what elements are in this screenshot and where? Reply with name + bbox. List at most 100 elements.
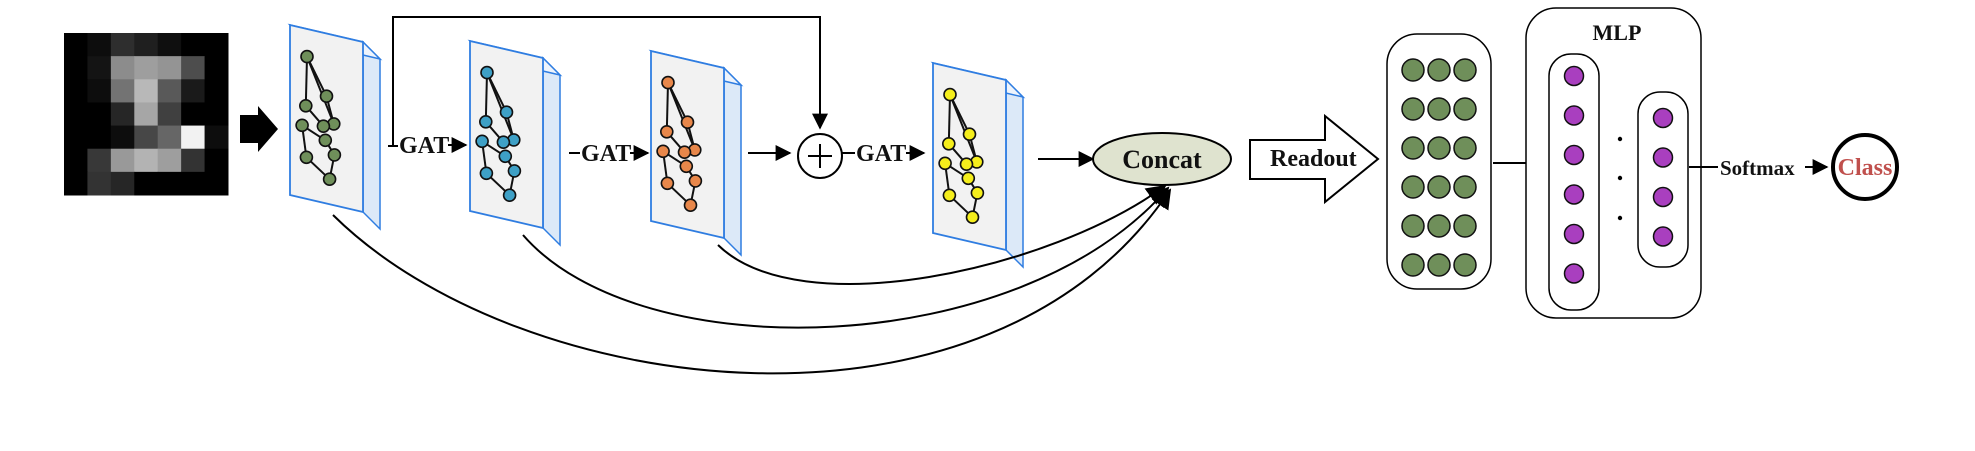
input-pixel — [87, 148, 112, 173]
layer3-graph-node — [660, 176, 675, 191]
input-pixel — [157, 79, 182, 103]
layer3-panel — [648, 49, 744, 257]
mlp-output-node — [1652, 186, 1674, 208]
input-pixel — [204, 171, 229, 196]
layer2-panel-side — [542, 56, 561, 247]
readout-node — [1453, 58, 1477, 82]
layer1-graph-node — [322, 172, 337, 186]
layer3-panel-side — [723, 66, 742, 257]
layer4-graph-node — [959, 157, 974, 171]
concat-node — [1092, 132, 1232, 186]
input-pixel — [157, 171, 182, 196]
layer1-graph-node — [316, 119, 331, 133]
layer1-panel-side — [362, 40, 381, 231]
layer2-graph-node — [502, 188, 517, 202]
input-pixel — [134, 56, 159, 80]
input-pixel — [134, 148, 159, 173]
layer3-graph-node — [656, 144, 670, 159]
layer2-to-concat-curve — [522, 186, 1170, 329]
readout-node — [1427, 97, 1451, 121]
readout-node — [1453, 214, 1477, 238]
mlp-hidden-node — [1563, 223, 1585, 245]
layer3-to-concat-curve — [717, 184, 1167, 285]
input-image — [64, 33, 229, 196]
class-label: Class — [1838, 155, 1893, 181]
layer3-graph-edge — [665, 82, 669, 132]
gat2-label: GAT — [581, 141, 631, 167]
mlp-hidden-node — [1563, 144, 1585, 166]
input-pixel — [134, 33, 159, 57]
input-pixel — [134, 171, 159, 196]
layer2-graph-node — [475, 134, 489, 149]
mlp-ellipsis-dot — [1617, 175, 1623, 181]
mlp-hidden-node — [1563, 184, 1585, 205]
layer4-graph-node — [943, 87, 957, 102]
mlp-label: MLP — [1593, 20, 1642, 45]
input-pixel — [204, 125, 229, 150]
layer2-graph-node — [499, 105, 514, 119]
input-pixel — [110, 79, 135, 103]
mlp-ellipsis-dot — [1617, 136, 1623, 142]
input-pixel — [134, 102, 159, 127]
input-pixel — [157, 125, 182, 150]
layer3-graph-node — [688, 174, 703, 188]
input-pixel — [157, 56, 182, 80]
layer2-panel-face — [469, 39, 544, 230]
skip-connection — [392, 16, 828, 146]
layer3-graph-node — [677, 145, 692, 159]
readout-arrow-icon — [1249, 113, 1380, 205]
input-pixel — [87, 79, 112, 103]
input-pixel — [204, 148, 229, 173]
layer4-graph-edge — [949, 94, 978, 163]
layer3-graph-node — [680, 115, 695, 129]
layer4-graph-node — [962, 127, 977, 141]
input-pixel — [87, 171, 112, 196]
readout-label: Readout — [1270, 146, 1357, 172]
readout-node — [1453, 136, 1477, 160]
layer3-graph-node — [661, 75, 675, 90]
layer1-graph-node — [300, 49, 314, 64]
layer2-graph-edge — [486, 72, 515, 141]
layer1-graph-node — [327, 148, 342, 162]
input-pixel — [181, 79, 206, 103]
input-pixel — [87, 33, 112, 57]
readout-node — [1401, 175, 1425, 199]
mlp-output-node — [1652, 226, 1674, 247]
input-pixel — [134, 125, 159, 150]
mlp-output-node — [1652, 107, 1674, 129]
layer1-graph-edge — [304, 56, 308, 106]
layer4-graph-node — [942, 188, 957, 203]
layer1-panel-face — [289, 23, 364, 214]
layer2-graph-edge — [484, 72, 488, 122]
input-pixel — [181, 171, 206, 196]
layer2-graph-node — [507, 164, 522, 178]
layer4-graph-edge — [947, 94, 951, 144]
input-pixel — [110, 56, 135, 80]
readout-node — [1427, 214, 1451, 238]
input-pixel — [204, 56, 229, 80]
readout-node — [1427, 136, 1451, 160]
mlp-hidden-node — [1563, 105, 1585, 126]
layer1-graph-node — [299, 150, 314, 165]
layer1-graph-node — [319, 89, 334, 103]
mlp-output-node — [1652, 147, 1674, 168]
input-pixel — [64, 125, 88, 150]
input-pixel — [134, 79, 159, 103]
layer1-graph-node — [295, 118, 309, 133]
softmax-label: Softmax — [1720, 156, 1795, 180]
input-pixel — [64, 148, 88, 173]
readout-node — [1401, 253, 1425, 277]
mlp-hidden-layer — [1548, 53, 1600, 311]
input-pixel — [157, 33, 182, 57]
input-arrow-icon — [240, 106, 278, 152]
layer1-panel — [287, 23, 383, 231]
layer1-graph-node — [318, 133, 333, 148]
input-pixel — [110, 102, 135, 127]
input-pixel — [87, 125, 112, 150]
layer2-graph-node — [498, 149, 513, 164]
mlp-nodes — [1563, 65, 1674, 284]
layer2-panel — [467, 39, 563, 247]
input-pixel — [181, 125, 206, 150]
gat3-label: GAT — [856, 141, 906, 167]
